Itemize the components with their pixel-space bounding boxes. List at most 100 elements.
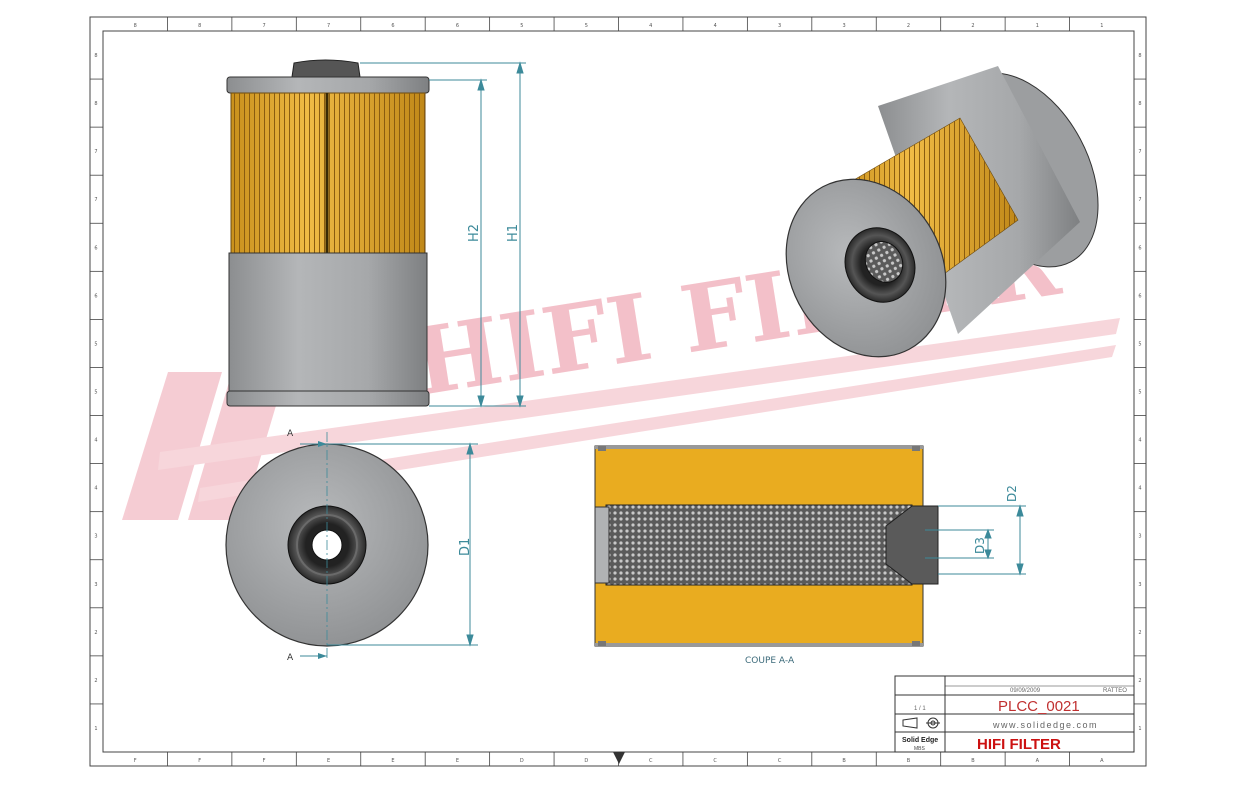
- zone-letter: F: [134, 758, 137, 764]
- zone-number: 7: [263, 23, 266, 29]
- zone-number-side: 4: [1138, 438, 1141, 444]
- zone-number: 3: [842, 23, 845, 29]
- section-marker-top: A: [287, 429, 294, 439]
- zone-number: 6: [391, 23, 394, 29]
- zone-letter: C: [713, 758, 717, 764]
- zone-letter: E: [391, 758, 394, 764]
- projection-symbol-icon: [902, 717, 940, 729]
- tb-software: Solid Edge: [902, 737, 938, 744]
- zone-letter: B: [842, 758, 846, 764]
- zone-number: 2: [971, 23, 974, 29]
- zone-number: 6: [456, 23, 459, 29]
- zone-number-side: 6: [1138, 245, 1141, 251]
- zone-number-side: 4: [1138, 486, 1141, 492]
- zone-number-side: 5: [1138, 390, 1141, 396]
- zone-number-side: 4: [94, 486, 97, 492]
- zone-number-side: 2: [1138, 678, 1141, 684]
- zone-number-side: 1: [94, 726, 97, 732]
- metal-body: [228, 252, 428, 392]
- diameter-d1-dimension: [327, 442, 478, 647]
- section-marker-bottom: A: [287, 653, 294, 663]
- zone-letter: A: [1100, 758, 1104, 764]
- zone-number-side: 1: [1138, 726, 1141, 732]
- zone-number-side: 2: [1138, 630, 1141, 636]
- zone-number: 4: [649, 23, 652, 29]
- zone-number-side: 7: [1138, 197, 1141, 203]
- zone-number-side: 3: [1138, 582, 1141, 588]
- zone-letter: E: [327, 758, 330, 764]
- zone-letter: E: [456, 758, 459, 764]
- outlet-nipple: [291, 59, 361, 78]
- zone-number-side: 8: [1138, 101, 1141, 107]
- bottom-end-cap: [226, 390, 430, 407]
- front-view: [226, 59, 430, 407]
- section-view: [594, 445, 939, 647]
- dim-d1-label: D1: [458, 538, 473, 556]
- zone-number: 2: [907, 23, 910, 29]
- zone-number-side: 5: [94, 390, 97, 396]
- tb-scale: 1 / 1: [914, 706, 926, 712]
- tb-author: RATTEO: [1103, 688, 1127, 694]
- iso-perforated-core: [864, 241, 904, 283]
- diameter-d2-d3-dimensions: [925, 504, 1026, 576]
- zone-letter: C: [778, 758, 782, 764]
- zone-number-side: 6: [1138, 293, 1141, 299]
- section-view-label: COUPE A-A: [745, 656, 795, 666]
- section-markers: [300, 441, 327, 659]
- zone-number-side: 4: [94, 438, 97, 444]
- zone-number: 5: [520, 23, 523, 29]
- zone-number-side: 3: [94, 582, 97, 588]
- dim-h1-label: H1: [506, 224, 521, 242]
- zone-letter: A: [1036, 758, 1040, 764]
- zone-number-side: 5: [1138, 341, 1141, 347]
- zone-number-side: 3: [1138, 534, 1141, 540]
- zone-letter: D: [584, 758, 588, 764]
- title-block: [894, 675, 1135, 753]
- tb-part-number: PLCC_0021: [998, 698, 1080, 715]
- zone-number-side: 8: [94, 101, 97, 107]
- dim-h2-label: H2: [467, 224, 482, 242]
- top-end-cap: [226, 76, 430, 94]
- zone-number-side: 8: [1138, 53, 1141, 59]
- zone-number-side: 6: [94, 293, 97, 299]
- zone-number-side: 2: [94, 630, 97, 636]
- perforated-center-tube: [605, 504, 913, 586]
- zone-number-side: 6: [94, 245, 97, 251]
- zone-number: 1: [1100, 23, 1103, 29]
- tb-date: 09/09/2009: [1010, 688, 1041, 694]
- dim-d2-label: D2: [1005, 485, 1019, 502]
- zone-letter: F: [198, 758, 201, 764]
- zone-number: 5: [585, 23, 588, 29]
- zone-letter: D: [520, 758, 524, 764]
- zone-number-side: 5: [94, 341, 97, 347]
- zone-number: 1: [1036, 23, 1039, 29]
- isometric-view: [785, 66, 1099, 358]
- zone-letter: B: [971, 758, 975, 764]
- zone-number-side: 7: [94, 197, 97, 203]
- zone-number: 7: [327, 23, 330, 29]
- zone-letter: B: [907, 758, 911, 764]
- zone-number-side: 7: [1138, 149, 1141, 155]
- zone-number-side: 8: [94, 53, 97, 59]
- top-view: [225, 432, 429, 660]
- zone-letter: C: [649, 758, 653, 764]
- zone-number-side: 2: [94, 678, 97, 684]
- tb-company: HIFI FILTER: [977, 736, 1061, 753]
- zone-number-side: 7: [94, 149, 97, 155]
- zone-number-side: 3: [94, 534, 97, 540]
- height-dimensions: [360, 61, 526, 408]
- outlet-grommet: [885, 505, 939, 585]
- bottom-plug: [594, 506, 610, 584]
- zone-letter: F: [263, 758, 266, 764]
- zone-number: 4: [714, 23, 717, 29]
- zone-number: 3: [778, 23, 781, 29]
- dim-d3-label: D3: [973, 537, 987, 554]
- grommet-ring: [296, 514, 358, 576]
- zone-number: 8: [198, 23, 201, 29]
- center-marker-icon: [613, 752, 625, 764]
- tb-software-sub: MBS: [914, 746, 926, 752]
- zone-number: 8: [134, 23, 137, 29]
- tb-website: www.solidedge.com: [992, 720, 1098, 730]
